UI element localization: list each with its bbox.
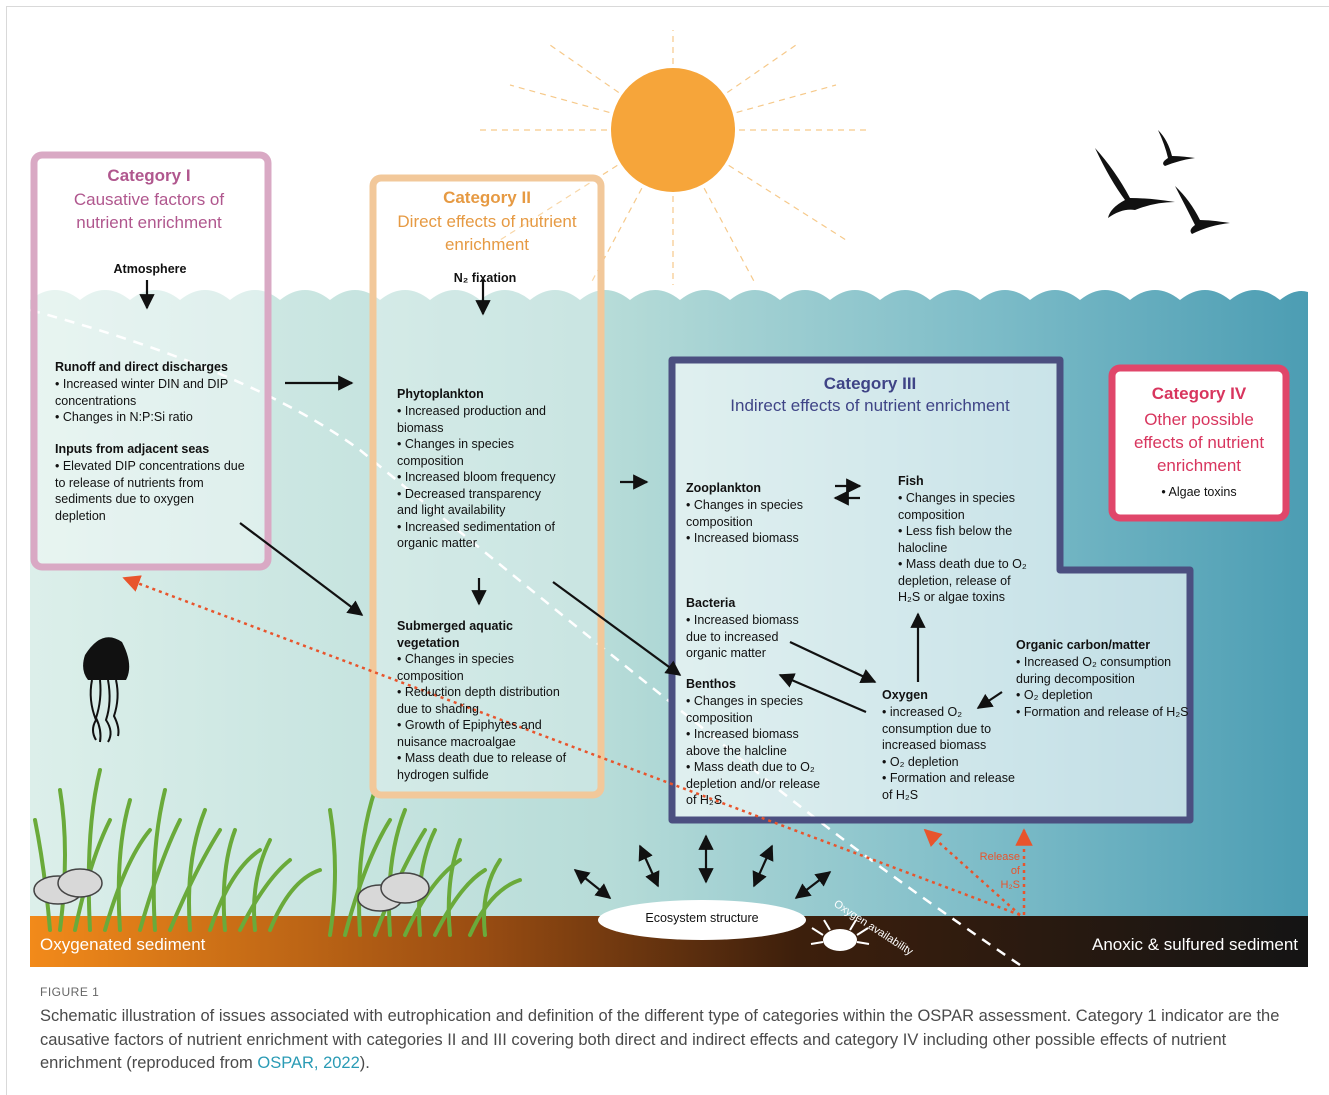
n-fixation-label: N₂ fixation — [453, 271, 517, 285]
arrow-ecosystem-2 — [638, 844, 660, 888]
category2-subtitle: Direct effects of nutrient enrichment — [397, 212, 577, 254]
crab-icon — [810, 919, 870, 951]
fish-heading: Fish — [898, 474, 924, 488]
frame-top-border — [6, 6, 1329, 7]
organic-items: • Increased O₂ consumption during decomp… — [1016, 655, 1189, 719]
arrow-phyto-benthos — [552, 581, 682, 676]
figure-caption: FIGURE 1 Schematic illustration of issue… — [40, 985, 1310, 1076]
fish-items: • Changes in species composition • Less … — [898, 491, 1027, 604]
phytoplankton-heading: Phytoplankton — [397, 387, 484, 401]
category2-box — [369, 174, 605, 799]
jellyfish-icon — [83, 637, 130, 743]
arrow-organic-oxygen — [976, 691, 1003, 709]
zooplankton-items: • Changes in species composition • Incre… — [686, 498, 803, 545]
category4-box — [1108, 364, 1290, 522]
sav-heading: Submerged aquatic vegetation — [397, 619, 513, 650]
category2-title: Category II — [443, 188, 531, 207]
organic-heading: Organic carbon/matter — [1016, 638, 1151, 652]
sun-icon — [611, 68, 735, 192]
atmosphere-label: Atmosphere — [113, 262, 187, 276]
diagram-background — [30, 30, 1308, 967]
benthos-heading: Benthos — [686, 677, 736, 691]
category1-subtitle: Causative factors of nutrient enrichment — [73, 190, 225, 232]
figure-label: FIGURE 1 — [40, 985, 100, 999]
category4-subtitle: Other possible effects of nutrient enric… — [1133, 410, 1265, 475]
category3-subtitle: Indirect effects of nutrient enrichment — [730, 396, 1010, 415]
runoff-heading: Runoff and direct discharges — [55, 360, 228, 374]
oxygen-availability-line — [30, 308, 1021, 967]
caption-end: ). — [359, 1054, 370, 1072]
arrow-h2s-release-oxygen — [923, 828, 1021, 916]
caption-text: Schematic illustration of issues associa… — [40, 1005, 1310, 1076]
arrow-ecosystem-1 — [573, 869, 612, 899]
category3-title: Category III — [823, 374, 917, 393]
arrow-ecosystem-5 — [794, 871, 832, 899]
oxygenated-sediment-label: Oxygenated sediment — [40, 935, 206, 954]
arrow-bacteria-oxygen — [789, 641, 877, 684]
caption-body: Schematic illustration of issues associa… — [40, 1007, 1280, 1072]
anoxic-sediment-label: Anoxic & sulfured sediment — [1092, 935, 1298, 954]
zooplankton-heading: Zooplankton — [686, 481, 761, 495]
category1-box — [30, 151, 272, 571]
category4-title: Category IV — [1151, 384, 1247, 403]
category3-box — [668, 356, 1194, 824]
seagrass-icon — [33, 768, 522, 937]
inputs-heading: Inputs from adjacent seas — [55, 442, 210, 456]
arrow-inputs-sav — [239, 522, 364, 616]
arrow-h2s-release-cat1 — [122, 575, 1021, 917]
inputs-items: • Elevated DIP concentrations due to rel… — [55, 459, 245, 523]
oxygen-items: • increased O₂ consumption due to increa… — [882, 705, 1015, 802]
ospar-reference-link[interactable]: OSPAR, 2022 — [257, 1054, 360, 1072]
bacteria-items: • Increased biomass due to increased org… — [686, 613, 799, 660]
mussel-icon — [33, 868, 430, 912]
phytoplankton-items: • Increased production and biomass • Cha… — [397, 404, 556, 550]
eutrophication-diagram: Category I Causative factors of nutrient… — [30, 30, 1308, 967]
sav-items: • Changes in species composition • Reduc… — [397, 652, 567, 782]
oxygen-heading: Oxygen — [882, 688, 928, 702]
ecosystem-structure-label: Ecosystem structure — [645, 911, 759, 925]
arrow-oxygen-bacteria — [778, 673, 867, 714]
category4-items: • Algae toxins — [1161, 485, 1237, 499]
release-h2s-label: Release of H₂S — [979, 851, 1020, 891]
arrow-ecosystem-4 — [752, 844, 774, 888]
bird-icon — [1095, 130, 1230, 234]
ecosystem-structure-node — [598, 900, 806, 940]
benthos-items: • Changes in species composition • Incre… — [686, 694, 821, 807]
bacteria-heading: Bacteria — [686, 596, 736, 610]
runoff-items: • Increased winter DIN and DIP concentra… — [55, 377, 229, 424]
category1-title: Category I — [107, 166, 191, 185]
frame-left-border — [6, 6, 7, 1095]
